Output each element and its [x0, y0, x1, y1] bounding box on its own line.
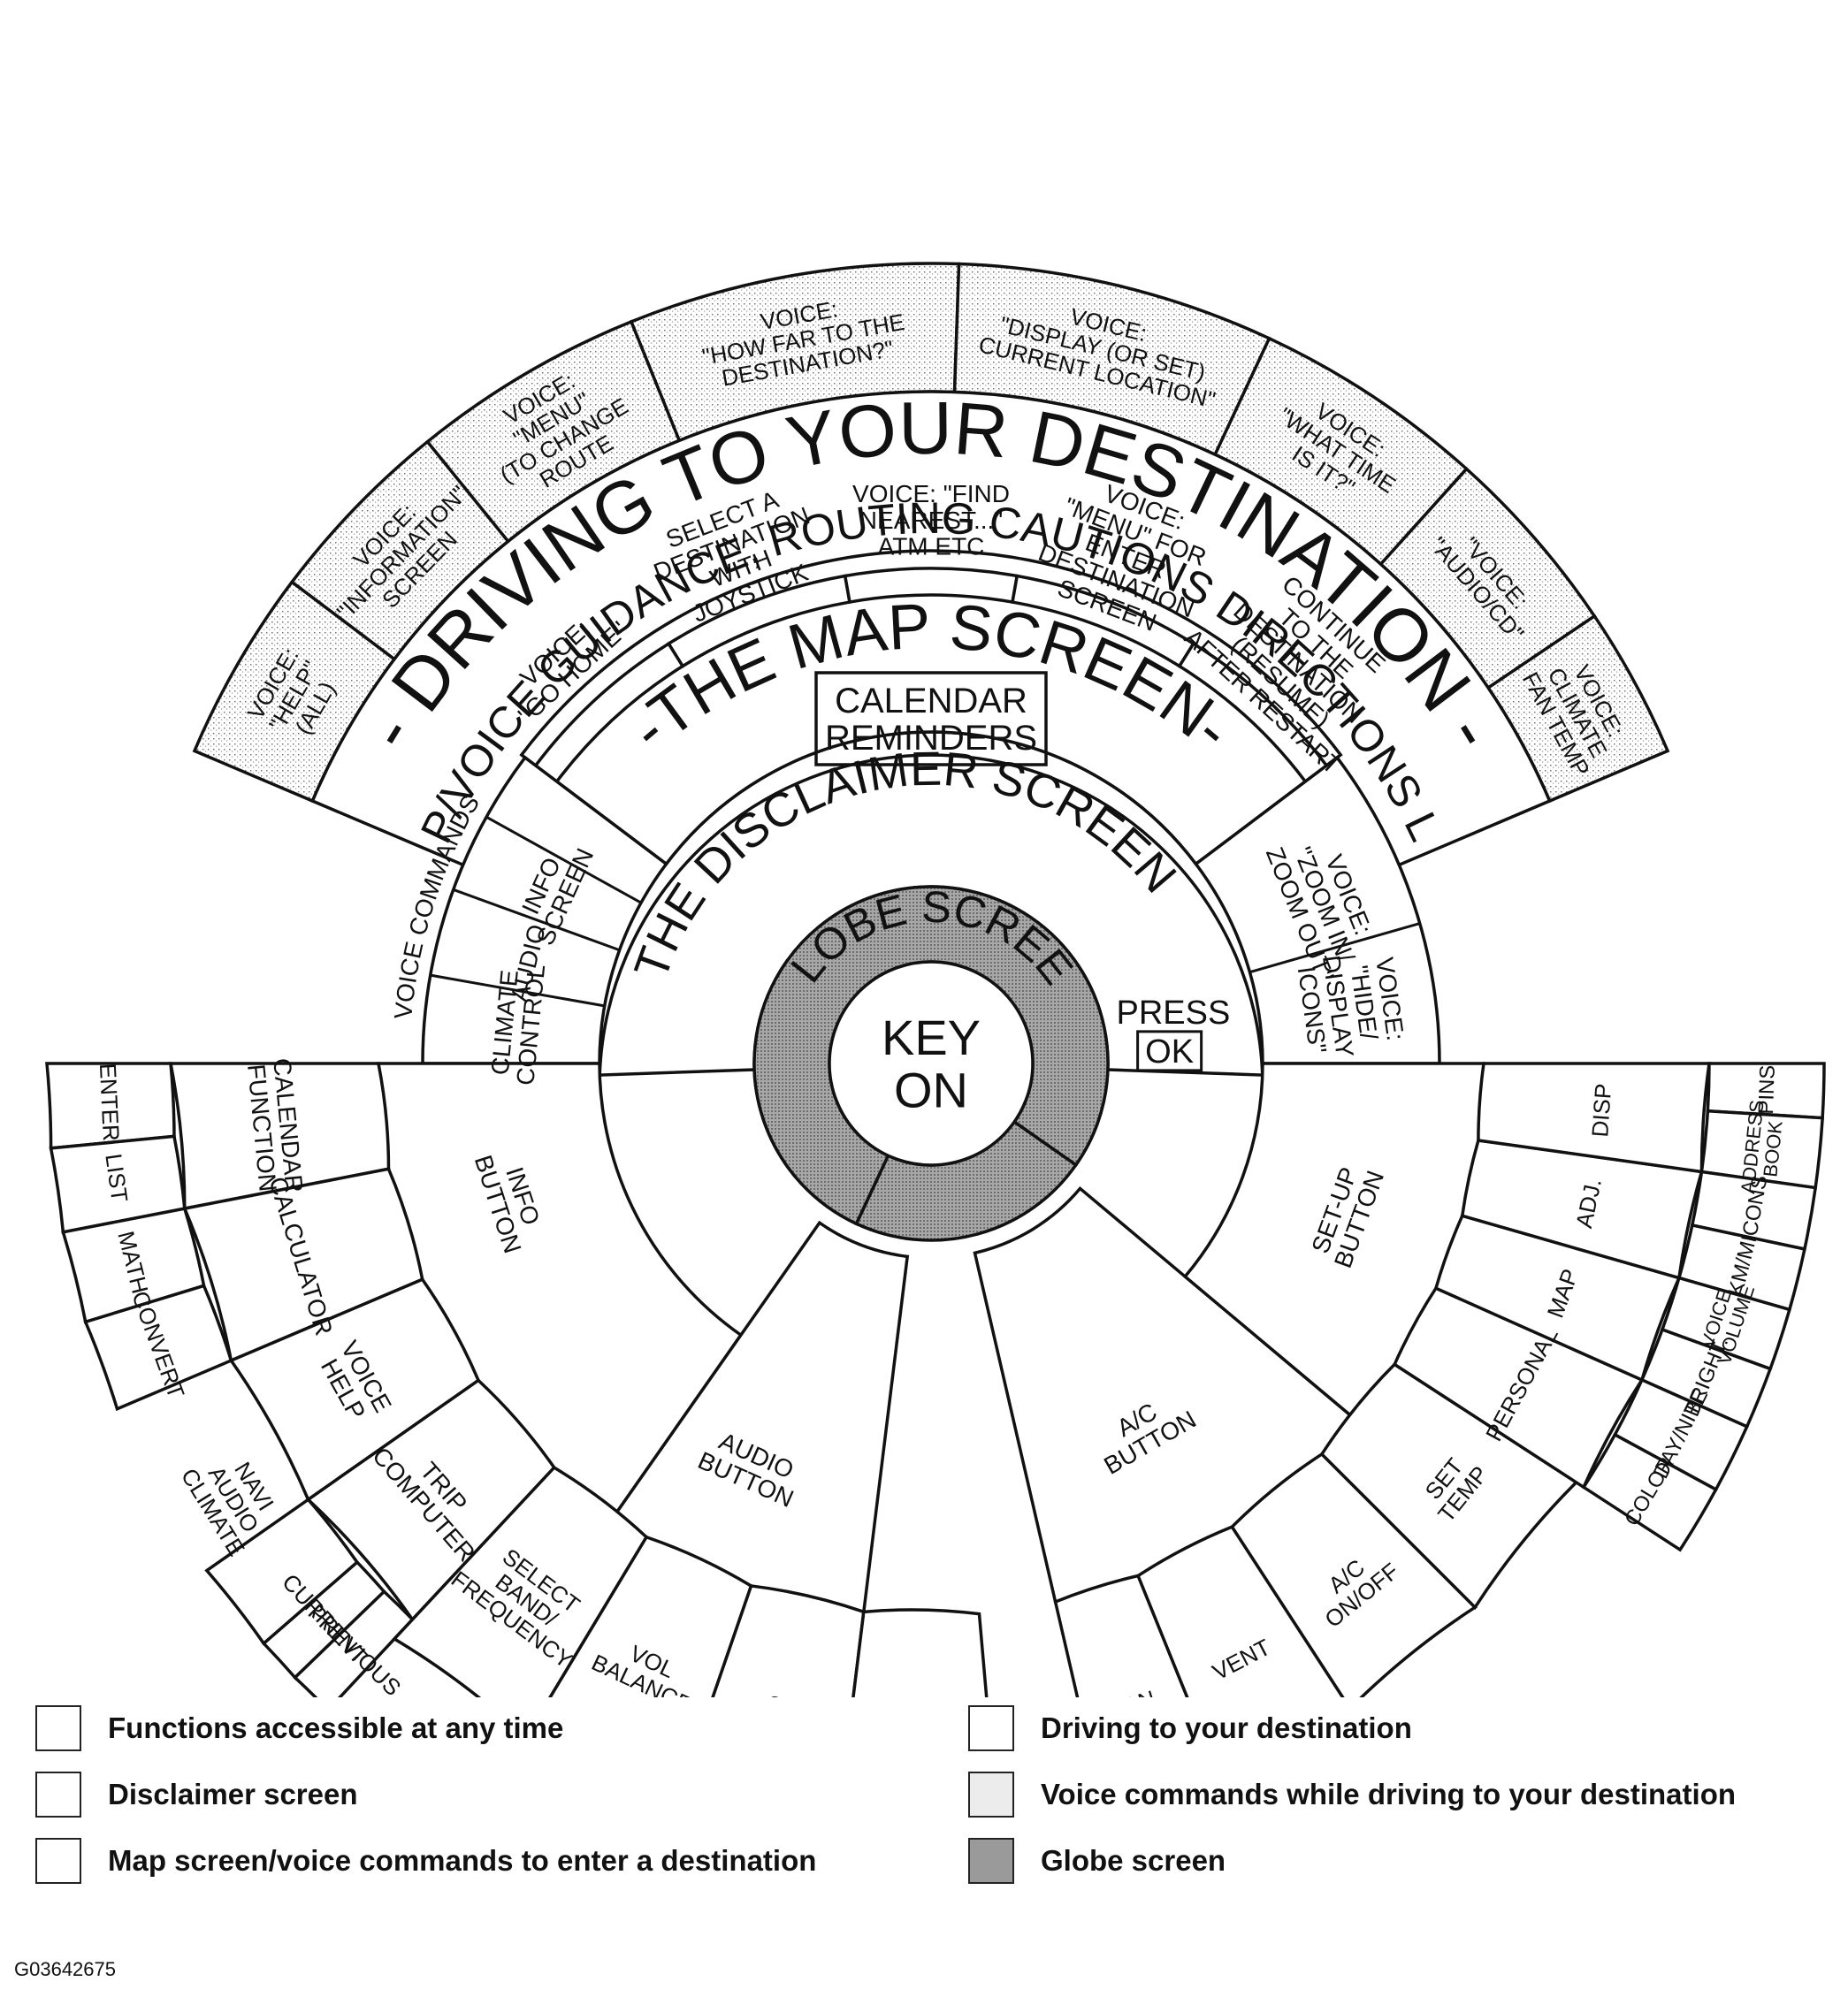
- ac-function-sector: [1319, 1362, 1579, 1610]
- legend: Functions accessible at any time Disclai…: [0, 1684, 1848, 1949]
- info-function-sector: [168, 1062, 391, 1211]
- setup-sub-label: PINS: [1754, 1064, 1780, 1115]
- map-sector-edge: [843, 567, 1019, 605]
- sector-divider: [453, 888, 621, 952]
- legend-swatch: [968, 1838, 1014, 1884]
- setup-sub-sector: [1639, 1327, 1773, 1429]
- info-function-sector: [182, 1167, 424, 1363]
- audio-function-sector: [851, 1608, 989, 1697]
- press-label-line: PRESS: [1116, 995, 1230, 1032]
- sector-divider: [430, 973, 605, 1008]
- ac-function-sector: [1230, 1452, 1478, 1697]
- calendar-reminders-label-line: CALENDAR: [835, 682, 1027, 720]
- setup-function-sector: [1460, 1139, 1704, 1280]
- legend-item: Functions accessible at any time: [35, 1702, 563, 1755]
- legend-swatch: [35, 1705, 81, 1751]
- setup-sub-label-line: PINS: [1754, 1064, 1780, 1115]
- setup-sub-sector: [1660, 1276, 1792, 1371]
- legend-label: Disclaimer screen: [108, 1778, 358, 1810]
- key-on-label-line: ON: [894, 1062, 968, 1117]
- info-sub-sector: [49, 1134, 187, 1234]
- setup-sub-sector: [1706, 1062, 1826, 1120]
- info-function-sector: [228, 1277, 481, 1502]
- audio-function-sector: [711, 1584, 866, 1697]
- ok-button-label: OK: [1145, 1033, 1194, 1071]
- calendar-reminders-box: [814, 671, 1048, 766]
- press-label: PRESS: [1116, 995, 1230, 1032]
- trip-sub-sector: [293, 1589, 415, 1697]
- legend-item: Driving to your destination: [968, 1702, 1412, 1755]
- ac-function-sector: [1053, 1574, 1189, 1697]
- setup-function-label-line: DISP: [1586, 1083, 1616, 1139]
- legend-swatch: [35, 1772, 81, 1818]
- figure-id: G03642675: [14, 1958, 116, 1980]
- map-sector-label-line: VOICE: "FIND: [852, 480, 1010, 507]
- navigation-menu-diagram: KEYONGLOBE SCREENTHE DISCLAIMER SCREENPR…: [0, 0, 1826, 1697]
- calendar-reminders-label-line: REMINDERS: [825, 719, 1037, 758]
- legend-label: Driving to your destination: [1041, 1711, 1412, 1744]
- info-sub-sector: [61, 1207, 206, 1324]
- audio-function-label: CDFUNCTIONS: [763, 1689, 801, 1697]
- map-sector-edge: [1177, 641, 1329, 784]
- info-sub-label: ENTER: [95, 1063, 125, 1141]
- map-sector-label-line: NEAREST...": [859, 507, 1003, 534]
- setup-function-sector: [1433, 1214, 1682, 1383]
- legend-item: Globe screen: [968, 1834, 1226, 1887]
- map-sector-edge: [1011, 574, 1196, 668]
- ok-button-label-line: OK: [1145, 1033, 1194, 1071]
- setup-sub-sector: [1690, 1170, 1818, 1252]
- info-sub-label-line: ENTER: [95, 1063, 125, 1141]
- legend-item: Map screen/voice commands to enter a des…: [35, 1834, 816, 1887]
- setup-function-sector: [1392, 1286, 1645, 1490]
- legend-label: Functions accessible at any time: [108, 1711, 564, 1744]
- map-sector-label-line: ATM ETC: [878, 532, 985, 560]
- setup-function-sector: [1477, 1062, 1712, 1174]
- trip-sub-sector: [261, 1559, 386, 1681]
- legend-swatch: [35, 1838, 81, 1884]
- legend-swatch: [968, 1705, 1014, 1751]
- voice-commands-right: [1194, 755, 1441, 1065]
- info-sub-sector: [83, 1284, 233, 1412]
- legend-label: Globe screen: [1041, 1844, 1226, 1877]
- sector-divider: [1249, 922, 1421, 974]
- setup-sub-sector: [1699, 1109, 1824, 1190]
- setup-function-label: DISP: [1586, 1083, 1616, 1139]
- setup-sub-sector: [1676, 1223, 1807, 1312]
- legend-swatch: [968, 1772, 1014, 1818]
- ok-button-box: [1136, 1030, 1203, 1072]
- info-sub-sector: [45, 1062, 176, 1150]
- legend-label: Voice commands while driving to your des…: [1041, 1778, 1737, 1810]
- ac-function-sector: [1135, 1525, 1345, 1697]
- audio-function-sector: [548, 1535, 753, 1697]
- setup-sub-sector: [1581, 1432, 1718, 1552]
- trip-sub-sector: [204, 1497, 360, 1646]
- legend-label: Map screen/voice commands to enter a des…: [108, 1844, 817, 1877]
- legend-item: Voice commands while driving to your des…: [968, 1768, 1736, 1821]
- key-on-label-line: KEY: [882, 1010, 981, 1065]
- info-function-sector: [305, 1378, 556, 1622]
- setup-sub-sector: [1612, 1377, 1749, 1492]
- audio-function-label-line: CD: [763, 1689, 801, 1697]
- legend-item: Disclaimer screen: [35, 1768, 358, 1821]
- map-sector-edge: [666, 574, 851, 668]
- sector-divider: [485, 815, 642, 904]
- key-on-circle: [828, 960, 1035, 1167]
